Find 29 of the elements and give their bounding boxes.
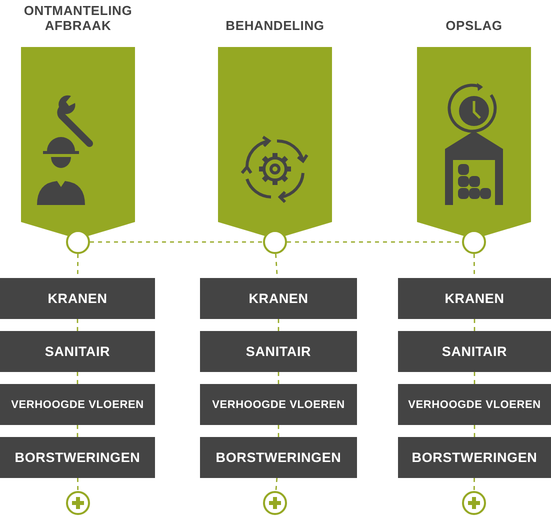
dashed-connector xyxy=(76,425,78,437)
dashed-connector xyxy=(474,425,476,437)
dashed-connector xyxy=(278,319,280,331)
category-box: KRANEN xyxy=(398,278,551,319)
stage-heading: OPSLAG xyxy=(444,18,504,33)
category-box: KRANEN xyxy=(0,278,155,319)
category-box: VERHOOGDE VLOEREN xyxy=(0,384,155,425)
dashed-connector xyxy=(76,372,78,384)
dashed-connector xyxy=(474,372,476,384)
dashed-connector xyxy=(278,425,280,437)
category-box: BORSTWERINGEN xyxy=(200,437,357,478)
stage-heading: BEHANDELING xyxy=(224,18,326,33)
category-box: SANITAIR xyxy=(200,331,357,372)
category-box: BORSTWERINGEN xyxy=(0,437,155,478)
dashed-connector xyxy=(473,478,475,491)
dashed-connector xyxy=(77,478,79,491)
category-box: BORSTWERINGEN xyxy=(398,437,551,478)
stage-heading: ONTMANTELING AFBRAAK xyxy=(22,3,134,33)
category-box: KRANEN xyxy=(200,278,357,319)
dashed-connector xyxy=(76,319,78,331)
category-box: SANITAIR xyxy=(398,331,551,372)
dashed-connector xyxy=(275,478,278,492)
dashed-connector xyxy=(287,241,462,243)
category-box: VERHOOGDE VLOEREN xyxy=(398,384,551,425)
category-box: VERHOOGDE VLOEREN xyxy=(200,384,357,425)
dashed-connector xyxy=(474,319,476,331)
dashed-connector xyxy=(278,372,280,384)
dashed-connector xyxy=(90,241,263,243)
category-box: SANITAIR xyxy=(0,331,155,372)
